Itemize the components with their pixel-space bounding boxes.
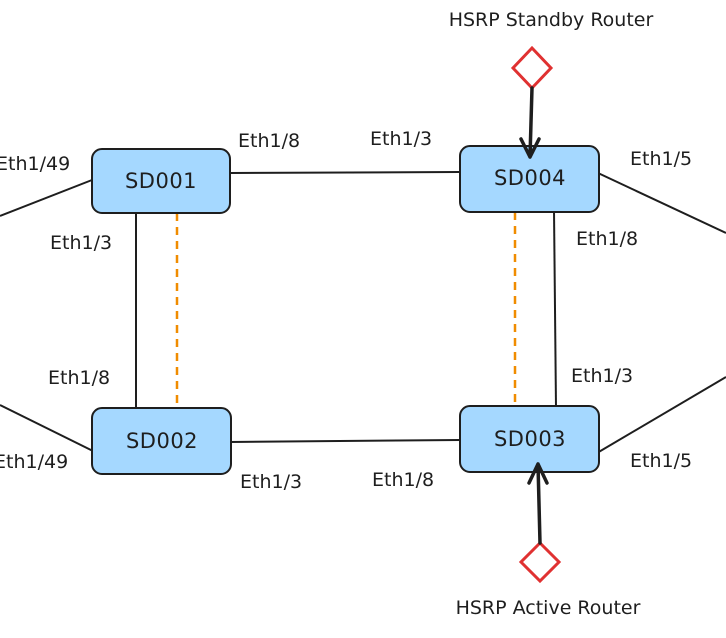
- port-label-sd001-down: Eth1/3: [50, 232, 112, 254]
- active-arrow-icon: [527, 462, 549, 545]
- port-label-sd004-left: Eth1/3: [370, 128, 432, 150]
- port-labels: Eth1/49 Eth1/8 Eth1/3 Eth1/8 Eth1/49 Eth…: [0, 128, 692, 493]
- link-sd001-sd004: [229, 171, 461, 174]
- peer-links: [175, 212, 517, 408]
- link-sd003-uplink: [596, 376, 726, 454]
- port-label-sd003-right: Eth1/5: [630, 450, 692, 472]
- hsrp-active-marker: HSRP Active Router: [456, 462, 641, 619]
- port-label-sd004-right: Eth1/5: [630, 148, 692, 170]
- role-label-standby: HSRP Standby Router: [449, 9, 654, 31]
- node-sd002: SD002: [91, 407, 232, 475]
- port-label-sd003-left: Eth1/8: [372, 469, 434, 491]
- node-sd001: SD001: [91, 148, 231, 214]
- link-sd002-sd003: [229, 439, 461, 443]
- link-sd002-uplink: [0, 404, 96, 453]
- standby-arrow-icon: [519, 86, 541, 159]
- link-sd004-sd003: [553, 209, 557, 409]
- node-sd004: SD004: [459, 145, 600, 213]
- port-label-sd002-up: Eth1/8: [48, 367, 110, 389]
- port-label-sd001-right: Eth1/8: [238, 130, 300, 152]
- port-label-sd002-right: Eth1/3: [240, 471, 302, 493]
- standby-diamond-icon: [510, 45, 554, 91]
- active-diamond-icon: [518, 540, 562, 584]
- port-label-sd002-left: Eth1/49: [0, 451, 68, 473]
- port-label-sd003-up: Eth1/3: [571, 365, 633, 387]
- node-sd003: SD003: [459, 405, 600, 473]
- link-sd004-uplink: [597, 172, 726, 234]
- hsrp-standby-marker: HSRP Standby Router: [449, 9, 654, 159]
- role-label-active: HSRP Active Router: [456, 597, 641, 619]
- links: [0, 171, 726, 454]
- link-sd001-uplink: [0, 179, 93, 217]
- node-label-sd003: SD003: [494, 427, 566, 451]
- node-label-sd001: SD001: [125, 169, 197, 193]
- port-label-sd001-left: Eth1/49: [0, 153, 70, 175]
- port-label-sd004-down: Eth1/8: [576, 228, 638, 250]
- node-label-sd002: SD002: [126, 429, 198, 453]
- node-label-sd004: SD004: [494, 166, 566, 190]
